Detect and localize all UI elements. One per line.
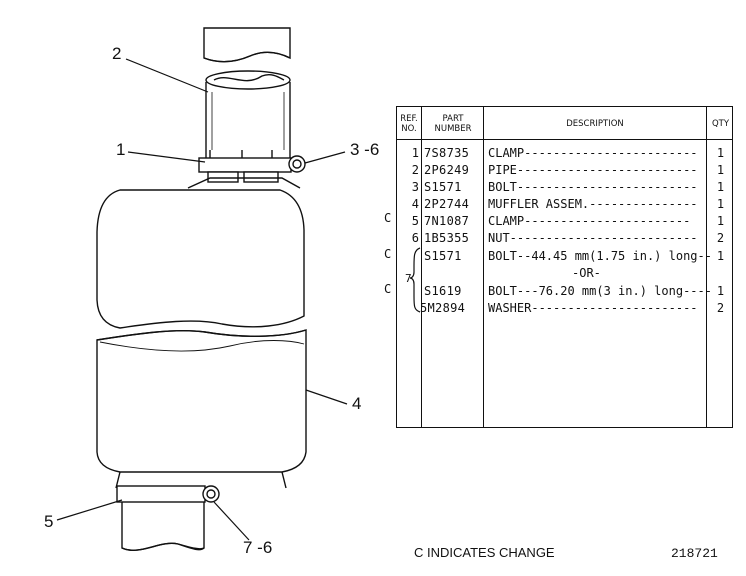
table-row: 6 1B5355 NUT-------------------------- 2 <box>397 230 732 246</box>
part-number-cell: 7N1087 <box>424 214 470 228</box>
qty-cell: 2 <box>716 301 725 315</box>
leader-bolt-top <box>304 151 346 164</box>
part-number-cell: S1571 <box>424 249 462 263</box>
change-note: C INDICATES CHANGE <box>414 545 555 560</box>
table-row: S1619 BOLT---76.20 mm(3 in.) long----- 1 <box>397 283 732 299</box>
leader-muffler <box>305 389 348 405</box>
description-cell: BOLT--44.45 mm(1.75 in.) long--- <box>488 249 710 263</box>
table-row: 5M2894 WASHER----------------------- 2 <box>397 300 732 316</box>
part-number-cell: 1B5355 <box>424 231 470 245</box>
qty-cell: 1 <box>716 284 725 298</box>
ref-cell: 6 <box>411 231 419 245</box>
header-part-number: PART NUMBER <box>434 114 472 134</box>
lower-pipe-stub <box>121 502 205 551</box>
qty-cell: 1 <box>716 249 725 263</box>
description-cell: NUT-------------------------- <box>488 231 698 245</box>
change-mark: C <box>384 282 392 296</box>
ref-cell: 1 <box>411 146 419 160</box>
description-cell: CLAMP------------------------ <box>488 146 698 160</box>
callout-clamp-bottom: 5 <box>44 512 54 531</box>
qty-cell: 1 <box>716 163 725 177</box>
part-number-cell <box>424 265 484 281</box>
bracket-ref-label: 7 <box>405 272 412 285</box>
qty-cell: 1 <box>716 197 725 211</box>
table-row: S1571 BOLT--44.45 mm(1.75 in.) long--- 1 <box>397 248 732 264</box>
change-mark: C <box>384 211 392 225</box>
callout-bolt-nut-top: 3 -6 <box>350 140 380 159</box>
leader-clamp-bottom <box>56 499 123 521</box>
callout-pipe: 2 <box>112 44 122 63</box>
figure-number: 218721 <box>671 546 718 561</box>
description-cell: PIPE------------------------- <box>488 163 698 177</box>
parts-table: REF. NO. PART NUMBER DESCRIPTION QTY 1 7… <box>396 106 733 428</box>
description-cell: MUFFLER ASSEM.--------------- <box>488 197 698 211</box>
header-ref-no: REF. NO. <box>400 114 418 134</box>
table-row: 4 2P2744 MUFFLER ASSEM.--------------- 1 <box>397 196 732 212</box>
leader-clamp-top <box>127 151 206 163</box>
description-cell: BOLT------------------------- <box>488 180 698 194</box>
description-cell: BOLT---76.20 mm(3 in.) long----- <box>488 284 710 298</box>
description-cell: CLAMP----------------------- <box>488 214 691 228</box>
callout-muffler: 4 <box>352 394 362 413</box>
table-row: 2 2P6249 PIPE------------------------- 1 <box>397 162 732 178</box>
callout-clamp-top: 1 <box>116 140 126 159</box>
muffler-lower-body <box>96 329 307 489</box>
table-row: 3 S1571 BOLT------------------------- 1 <box>397 179 732 195</box>
qty-cell: 2 <box>716 231 725 245</box>
ref-cell: 5 <box>411 214 419 228</box>
ref-cell: 3 <box>411 180 419 194</box>
part-number-cell: S1619 <box>424 284 462 298</box>
pipe-part-2 <box>205 70 291 161</box>
part-number-cell: 2P6249 <box>424 163 470 177</box>
clamp-bottom-part-5 <box>116 485 220 503</box>
qty-cell: 1 <box>716 180 725 194</box>
clamp-top-part-1 <box>198 150 306 183</box>
description-cell: -OR- <box>572 266 601 280</box>
ref-bracket <box>409 247 421 313</box>
callout-bolt-nut-bottom: 7 -6 <box>243 538 273 557</box>
upper-pipe-stub <box>203 27 291 63</box>
table-row: 5 7N1087 CLAMP----------------------- 1 <box>397 213 732 229</box>
part-number-cell: S1571 <box>424 180 462 194</box>
muffler-upper-body <box>96 177 305 329</box>
ref-cell: 2 <box>411 163 419 177</box>
change-mark: C <box>384 247 392 261</box>
table-row: 1 7S8735 CLAMP------------------------ 1 <box>397 145 732 161</box>
table-row: -OR- <box>397 265 732 281</box>
description-cell: WASHER----------------------- <box>488 301 698 315</box>
header-qty: QTY <box>711 119 730 129</box>
leader-pipe <box>125 58 209 93</box>
qty-cell <box>707 265 734 281</box>
qty-cell: 1 <box>716 214 725 228</box>
qty-cell: 1 <box>716 146 725 160</box>
part-number-cell: 7S8735 <box>424 146 470 160</box>
part-number-cell: 2P2744 <box>424 197 470 211</box>
leader-bolt-bottom <box>213 501 250 541</box>
part-number-cell: 5M2894 <box>420 301 466 315</box>
header-description: DESCRIPTION <box>566 119 624 129</box>
ref-cell: 4 <box>411 197 419 211</box>
